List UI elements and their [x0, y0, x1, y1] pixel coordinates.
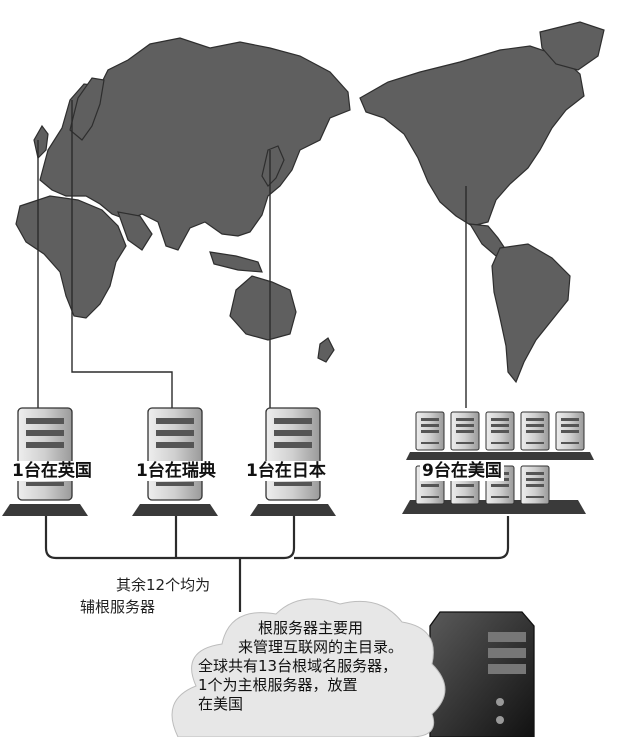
server-usa-9 — [520, 465, 550, 505]
label-japan: 1台在日本 — [244, 461, 328, 481]
server-usa-2 — [450, 411, 480, 451]
africa-landmass — [15, 195, 127, 319]
server-usa-5 — [555, 411, 585, 451]
cloud-line-1: 根服务器主要用 — [258, 619, 364, 637]
secondary-servers-note-line2: 辅根服务器 — [80, 598, 156, 616]
new-zealand-landmass — [317, 337, 335, 363]
label-sweden: 1台在瑞典 — [134, 461, 218, 481]
main-root-server — [429, 611, 535, 737]
sweden-location-line — [71, 100, 173, 408]
australia-landmass — [229, 275, 297, 341]
cloud-line-2: 来管理互联网的主目录。 — [238, 638, 404, 656]
label-uk: 1台在英国 — [10, 461, 94, 481]
north-america-landmass — [359, 45, 585, 227]
se-asia-islands — [209, 251, 263, 273]
cloud-line-5: 在美国 — [198, 695, 244, 713]
japan-landmass — [261, 145, 285, 187]
location-lines — [37, 100, 467, 408]
japan-drop-line — [176, 516, 296, 560]
british-isles-landmass — [33, 124, 49, 160]
cloud-description: 根服务器主要用 来管理互联网的主目录。 全球共有13台根域名服务器， 1个为主根… — [198, 619, 403, 714]
usa-cluster-top-base — [406, 452, 594, 460]
secondary-servers-note-line1: 其余12个均为 — [116, 576, 211, 594]
arabia-landmass — [117, 211, 153, 251]
server-usa-3 — [485, 411, 515, 451]
cloud-line-4: 1个为主根服务器，放置 — [198, 676, 358, 694]
description-cloud — [171, 598, 446, 737]
greenland-landmass — [539, 21, 605, 71]
server-usa-1 — [415, 411, 445, 451]
scandinavia-landmass — [69, 77, 105, 141]
label-usa: 9台在美国 — [420, 461, 504, 481]
server-usa-4 — [520, 411, 550, 451]
right-bus-line — [294, 516, 510, 560]
uk-drop-line — [44, 516, 176, 560]
world-map — [15, 21, 605, 384]
south-america-landmass — [491, 243, 571, 384]
cloud-line-3: 全球共有13台根域名服务器， — [198, 657, 398, 675]
